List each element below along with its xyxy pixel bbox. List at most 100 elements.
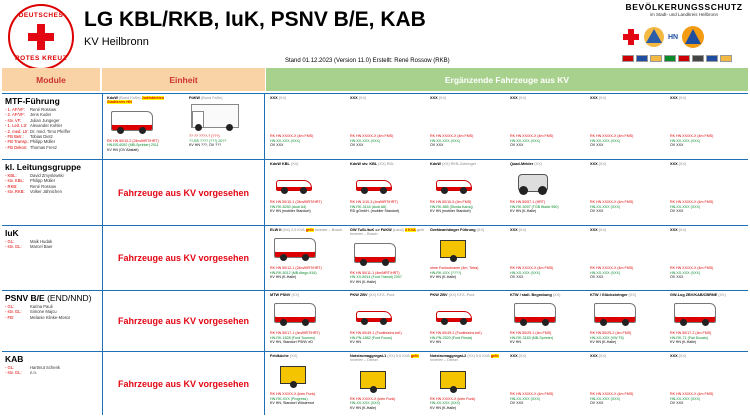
vehicle-card[interactable]: XXX (XX)RK HN XX/XX-X (4m FMS)HN-XX-XXX … xyxy=(510,354,588,406)
vehicle-card[interactable]: XXX (XX)RK HN XX/XX-X (4m FMS)HN-XX-XXX … xyxy=(590,96,668,148)
vehicle-location: KV HN xyxy=(430,340,441,345)
vehicle-card[interactable]: XXX (XX)RK HN XX/XX-X (4m FMS)HN-XX-XXX … xyxy=(670,162,748,214)
vehicle-title: Notstromaggregat-1 (XX) 5,6 KVA gelb Inv… xyxy=(350,354,428,363)
vehicle-card[interactable]: XXX (XX)RK HN XX/XX-X (4m FMS)HN-XX-XXX … xyxy=(270,96,348,148)
vehicle-note: Inverter – Diesel xyxy=(430,358,458,363)
vehicle-card[interactable]: KdoW KBL (XX)RK HN 50/10-1 (24m/MRT/HRT)… xyxy=(270,162,348,214)
vehicle-callsign: RK HN 50/10-5 (4m FMS) xyxy=(430,200,472,205)
vehicle-status: (XX) xyxy=(628,293,637,297)
role-label: - FB Transp.: xyxy=(5,139,30,145)
placeholder-text: Fahrzeuge aus KV vorgesehen xyxy=(117,378,250,389)
vehicle-card[interactable]: KTW / stall. Begrobung (XX)RK HN 50/25-1… xyxy=(510,293,588,345)
bevoelkerungsschutz-brand: BEVÖLKERUNGSSCHUTZ im Stadt- und Landkre… xyxy=(622,2,746,17)
vehicle-status: (XX) xyxy=(552,293,561,297)
vehicle-plate: HN-RK-8250 (Audi A4) xyxy=(270,204,307,209)
role-list: - GL:Maik Hudak- stv. GL:Marcel Baer xyxy=(5,239,97,250)
vehicle-location: OV XXX xyxy=(510,275,524,280)
hn-mark: HN xyxy=(668,33,679,41)
module-cell: kl. Leitungsgruppe- KBL:David Zmyslowski… xyxy=(2,160,100,225)
vehicle-title-text: XXX xyxy=(670,228,678,232)
vehicle-title-text: XXX xyxy=(430,96,438,100)
vehicle-card[interactable]: Gerätean­hänger Führung (XX)ohne Funkruf… xyxy=(430,228,508,280)
role-label: - KBL: xyxy=(5,173,17,178)
vehicle-status: (XX) xyxy=(358,96,367,100)
placeholder-text: Fahrzeuge aus KV vorgesehen xyxy=(117,253,250,263)
vehicle-title: Notstromaggregat-2 (XX) 5,6 KVA gelb Inv… xyxy=(430,354,508,363)
vehicle-card[interactable]: Notstromaggregat-1 (XX) 5,6 KVA gelb Inv… xyxy=(350,354,428,410)
vehicle-card[interactable]: XXX (XX)RK HN XX/XX-X (4m FMS)HN-XX-XXX … xyxy=(350,96,428,148)
vehicle-image xyxy=(350,102,428,132)
vehicle-card[interactable]: XXX (XX)RK HN XX/XX-X (4m FMS)HN-XX-XXX … xyxy=(670,96,748,148)
vehicle-card[interactable]: ELW II (XX) 2,5 KVA gelb Inverter – Bosc… xyxy=(270,228,348,280)
vehicle-plate: HN-RK-71 (Fiat Ducato) xyxy=(670,335,709,340)
role-person: Tobias Dietz xyxy=(30,134,53,140)
vehicle-card[interactable]: XXX (XX)RK HN XX/XX-X (4m FMS)HN-XX-XXX … xyxy=(590,162,668,214)
role-person: Karina Pauli xyxy=(30,304,53,309)
vehicle-plate: HN-XX-XXX (XXX) xyxy=(590,204,621,209)
vehicle-card[interactable]: KdoW (Bund FaSe) Jodfabletten Stadtkreis… xyxy=(107,96,183,152)
role-list: - 1. AF/VF:René Rossow- 2. AF/VF:Jens Ku… xyxy=(5,107,97,150)
vehicle-callsign: RK HN XX/XX-X (4m FMS) xyxy=(350,134,394,139)
column-header-module: Module xyxy=(2,68,100,91)
vehicle-card[interactable]: XXX (XX)RK HN XX/XX-X (4m FMS)HN-XX-XXX … xyxy=(590,228,668,280)
role-item: - 2. med. Ltr:Dr. med. Timo Pfeiffer xyxy=(5,129,97,134)
vehicle-location: OV XXX xyxy=(430,143,444,148)
vehicle-status: (Land) xyxy=(392,228,404,232)
vehicle-card[interactable]: XXX (XX)RK HN XX/XX-X (4m FMS)HN-XX-XXX … xyxy=(430,96,508,148)
wheel-icon xyxy=(361,318,368,326)
page-subtitle: KV Heilbronn xyxy=(84,36,149,48)
vehicle-card[interactable]: GW-Log ZBV/KAB/CBRNE (XX)RK HN 50/17-2 (… xyxy=(670,293,748,345)
wheel-icon xyxy=(538,186,547,196)
vehicle-title-text: XXX xyxy=(510,354,518,358)
vehicle-card[interactable]: MTW PSNV (XX)RK HN 50/17-1 (4m/MRT/HRT)H… xyxy=(270,293,348,345)
role-item: - KBL:David Zmyslowski xyxy=(5,173,97,178)
vehicle-van-icon xyxy=(274,303,316,327)
role-list: - GL:Karina Pauli- stv. GL:Simone Majcu-… xyxy=(5,304,97,320)
module-name: kl. Leitungsgruppe xyxy=(5,162,97,172)
vehicle-title: XXX (XX) xyxy=(670,354,748,358)
vehicle-title: XXX (XX) xyxy=(510,228,588,232)
vehicle-status: (XX) xyxy=(718,293,726,297)
vehicle-image xyxy=(670,102,748,132)
vehicle-location: OV XXX xyxy=(670,143,684,148)
vehicle-plate: HN-RK-1828 (Ford Tourneo) xyxy=(270,335,316,340)
vehicle-location: RD gGmbH, (mobiler Standort) xyxy=(350,209,400,214)
wheel-icon xyxy=(226,124,233,132)
vehicle-title: XXX (XX) xyxy=(510,96,588,100)
vehicle-card[interactable]: Feldküche (XX)RK HN XX/XX-X (kein Funk)H… xyxy=(270,354,348,406)
vehicle-location: KV HN (K-Halle) xyxy=(350,405,377,410)
role-label: - RKB: xyxy=(5,183,18,189)
vehicle-image xyxy=(590,234,668,264)
vehicle-title-text: GW TuSL/tuK => FüKW xyxy=(350,228,392,232)
vehicle-note: gelb Inverter – Bosch xyxy=(350,228,424,237)
vehicle-card[interactable]: KTW / Glücksbringer (XX)RK HN 50/25-2 (4… xyxy=(590,293,668,345)
vehicle-card[interactable]: GW TuSL/tuK => FüKW (Land) 4 KVA gelb In… xyxy=(350,228,428,284)
vehicle-card[interactable]: XXX (XX)RK HN XX/XX-X (4m FMS)HN-XX-XXX … xyxy=(670,228,748,280)
wheel-icon xyxy=(441,318,448,326)
vehicle-title-text: XXX xyxy=(590,162,598,166)
vehicle-image xyxy=(670,168,748,198)
vehicle-title-text: Notstromaggregat-1 xyxy=(350,354,387,358)
vehicle-card[interactable]: XXX (XX)RK HN XX/XX-X (4m FMS)HN-XX-XXX … xyxy=(590,354,668,406)
vehicle-image xyxy=(590,360,668,390)
wheel-icon xyxy=(460,318,467,326)
vehicle-card[interactable]: XXX (XX)RK HN XX/XX-X (4m FMS)HN-XX-XXX … xyxy=(510,96,588,148)
vehicle-status: (XX) xyxy=(678,96,687,100)
vehicle-title: FüKW (Bund FaSe) xyxy=(189,96,265,100)
vehicle-title-text: Notstromaggregat-2 xyxy=(430,354,467,358)
vehicle-van-icon xyxy=(674,303,716,327)
module-row-3: PSNV B/E (END/NND)- GL:Karina Pauli- stv… xyxy=(2,290,748,351)
vehicle-location: OV XXX xyxy=(270,143,284,148)
vehicle-card[interactable]: FüKW (Bund FaSe)?? ?? ????-? (???)??-BS … xyxy=(189,96,265,148)
vehicle-card[interactable]: XXX (XX)RK HN XX/XX-X (4m FMS)HN-XX-XXX … xyxy=(510,228,588,280)
vehicle-card[interactable]: XXX (XX)RK HN XX/XX-X (4m FMS)HN-XX-XXX … xyxy=(670,354,748,406)
vehicle-card[interactable]: Quad-Melder (XX)RK HN 50/57-1 (HRT)HN-RK… xyxy=(510,162,588,214)
ergaenzend-cell: MTW PSNV (XX)RK HN 50/17-1 (4m/MRT/HRT)H… xyxy=(266,291,748,351)
logo-bottom-text: ROTES KREUZ xyxy=(14,55,68,62)
vehicle-card[interactable]: Notstromaggregat-2 (XX) 5,6 KVA gelb Inv… xyxy=(430,354,508,410)
vehicle-title-text: KdoW xyxy=(430,162,441,166)
